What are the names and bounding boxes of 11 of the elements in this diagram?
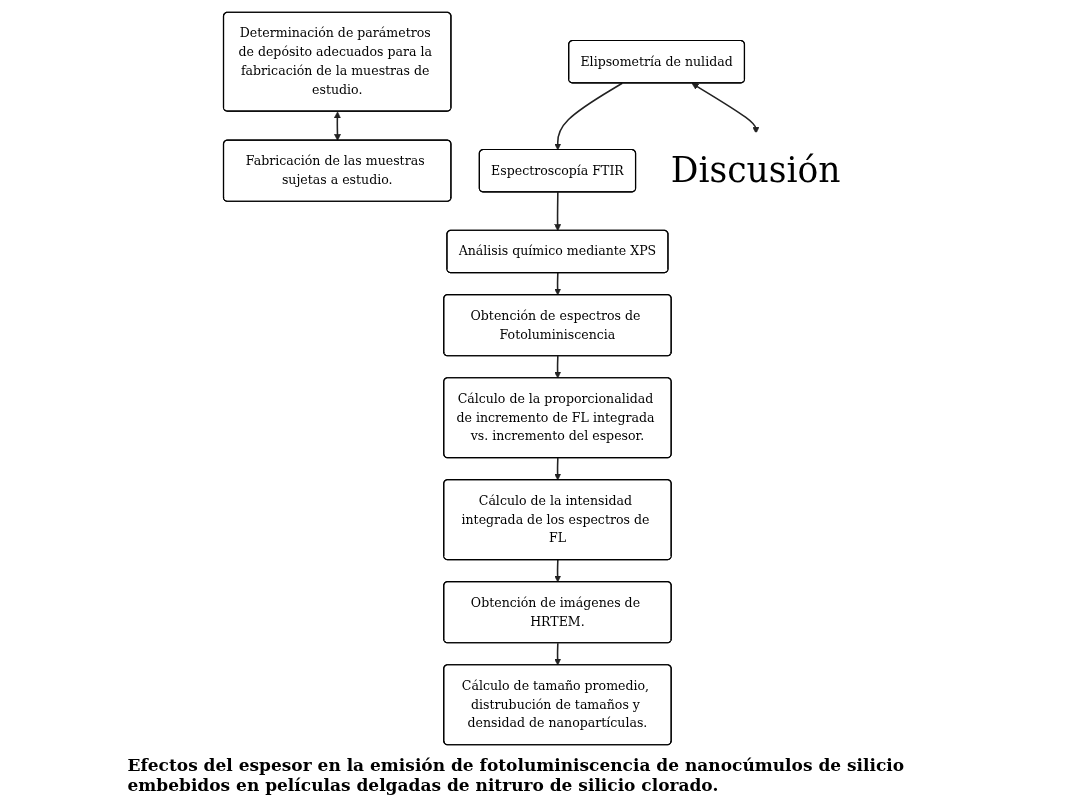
arrow: [333, 111, 341, 141]
arrow: [553, 355, 561, 379]
arrow: [691, 83, 759, 134]
arrow: [553, 272, 561, 296]
arrow: [553, 642, 561, 666]
arrow: [553, 457, 561, 481]
arrow: [553, 82, 623, 151]
caption: Efectos del espesor en la emisión de fotoluminiscencia de nanocúmulos de silicio embebidos en películas delgadas de nitruro de silicio clorado.: [127, 755, 906, 795]
arrow: [553, 191, 561, 231]
arrow: [553, 559, 561, 583]
node-text: Discusión: [670, 150, 841, 191]
